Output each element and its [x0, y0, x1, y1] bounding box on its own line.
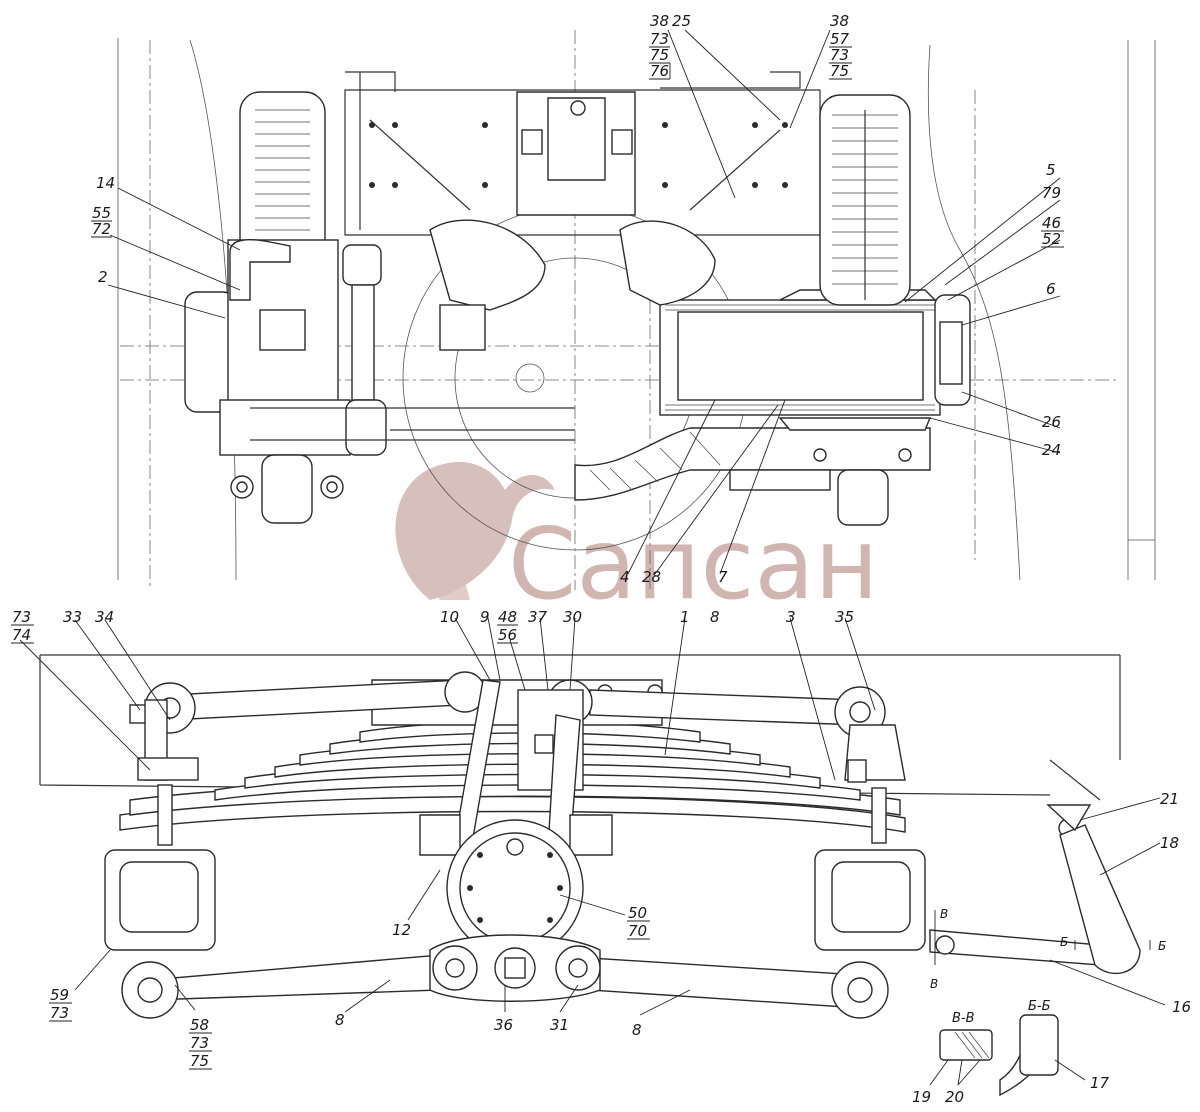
label-46: 46: [1042, 214, 1061, 232]
label-35: 35: [835, 608, 854, 626]
label-9: 9: [480, 608, 490, 626]
label-48: 48: [498, 608, 517, 626]
label-73: 73: [830, 46, 849, 64]
top-view: [117, 30, 1156, 590]
watermark-logo: Сапсан: [395, 461, 879, 622]
label-28: 28: [642, 568, 661, 586]
label-38: 38: [650, 12, 669, 30]
side-view: [39, 654, 1151, 1097]
label-75: 75: [190, 1052, 209, 1070]
label-79: 79: [1042, 184, 1061, 202]
label-17: 17: [1090, 1074, 1110, 1092]
label-12: 12: [392, 921, 411, 939]
label-52: 52: [1042, 230, 1061, 248]
cut-mark-b-left: Б: [1060, 935, 1068, 949]
label-14: 14: [96, 174, 115, 192]
label-55: 55: [92, 204, 111, 222]
labels-top: 38 25 73 75 76 38 57 73 75 14 55 72 2 5 …: [91, 12, 1064, 586]
label-76: 76: [650, 62, 669, 80]
label-74: 74: [12, 626, 31, 644]
section-bb: [999, 1014, 1059, 1097]
label-30: 30: [563, 608, 582, 626]
cut-mark-v-bottom: В: [930, 977, 938, 991]
label-25: 25: [672, 12, 691, 30]
label-72: 72: [92, 220, 111, 238]
labels-bottom: 73 74 33 34 10 9 48 56 37 30 1 8 3 35 21…: [11, 608, 1191, 1106]
cut-mark-v-top: В: [940, 907, 948, 921]
label-38: 38: [830, 12, 849, 30]
section-title-bb: Б-Б: [1028, 999, 1051, 1014]
label-70: 70: [628, 922, 647, 940]
leader-lines: [19, 29, 1166, 1086]
label-37: 37: [528, 608, 548, 626]
label-73: 73: [190, 1034, 209, 1052]
label-34: 34: [95, 608, 114, 626]
label-10: 10: [440, 608, 459, 626]
watermark-text: Сапсан: [508, 508, 879, 622]
label-5: 5: [1046, 161, 1056, 179]
label-58: 58: [190, 1016, 209, 1034]
label-33: 33: [63, 608, 82, 626]
label-4: 4: [620, 568, 630, 586]
label-1: 1: [680, 608, 690, 626]
label-8: 8: [710, 608, 720, 626]
label-56: 56: [498, 626, 517, 644]
label-26: 26: [1042, 413, 1061, 431]
label-50: 50: [628, 904, 647, 922]
label-3: 3: [786, 608, 796, 626]
label-57: 57: [830, 30, 850, 48]
label-16: 16: [1172, 998, 1191, 1016]
label-7: 7: [718, 568, 728, 586]
label-21: 21: [1160, 790, 1179, 808]
label-59: 59: [50, 986, 69, 1004]
label-8: 8: [335, 1011, 345, 1029]
label-73: 73: [650, 30, 669, 48]
label-31: 31: [550, 1016, 569, 1034]
label-19: 19: [912, 1088, 931, 1106]
label-8: 8: [632, 1021, 642, 1039]
label-75: 75: [650, 46, 669, 64]
label-2: 2: [98, 268, 108, 286]
section-titles: В-В Б-Б В В Б Б: [930, 907, 1166, 1026]
cut-mark-b-right: Б: [1158, 939, 1166, 953]
label-18: 18: [1160, 834, 1179, 852]
label-73: 73: [50, 1004, 69, 1022]
section-title-vv: В-В: [952, 1011, 975, 1026]
label-36: 36: [494, 1016, 513, 1034]
label-24: 24: [1042, 441, 1061, 459]
label-75: 75: [830, 62, 849, 80]
label-73: 73: [12, 608, 31, 626]
leaf-spring: [119, 720, 906, 833]
label-6: 6: [1046, 280, 1056, 298]
section-vv: [939, 1029, 993, 1061]
label-20: 20: [945, 1088, 964, 1106]
